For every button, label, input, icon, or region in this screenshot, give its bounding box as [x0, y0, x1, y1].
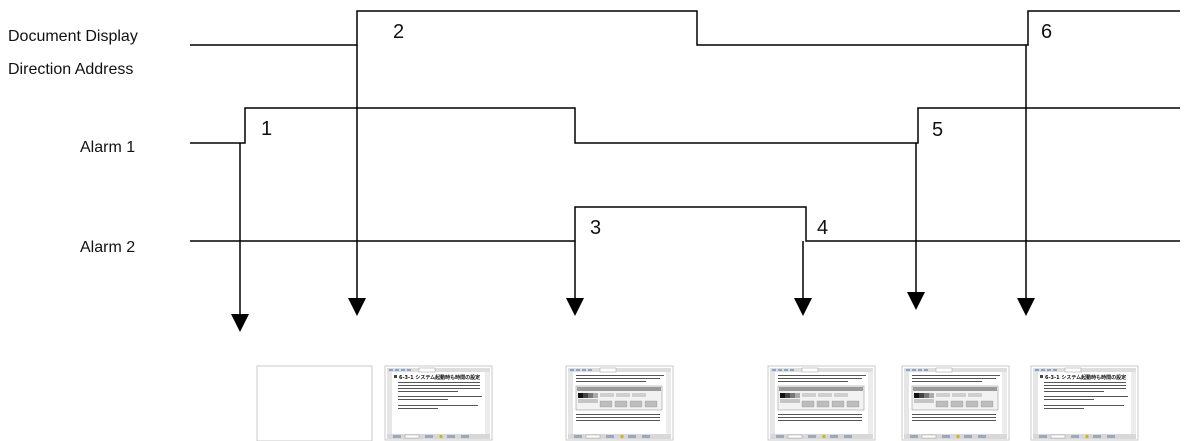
event-number-6: 6	[1041, 21, 1052, 43]
arrow-head-3	[566, 298, 584, 316]
document-title: 6-3-1 システム起動時も時間の設定	[1045, 374, 1126, 381]
screen-document-2: 6-3-1 システム起動時も時間の設定	[384, 365, 493, 441]
direction-address-label: Direction Address	[8, 61, 133, 78]
alarm2-label: Alarm 2	[80, 239, 135, 256]
alarm2-signal	[190, 206, 1180, 242]
event-number-5: 5	[932, 119, 943, 141]
screen-alarm-table-5	[901, 365, 1010, 441]
arrow-head-1	[231, 314, 249, 332]
screen-blank	[256, 365, 373, 441]
arrow-head-6	[1017, 298, 1035, 316]
screen-alarm-table-3	[565, 365, 674, 441]
event-number-2: 2	[393, 21, 404, 43]
alarm1-signal	[190, 107, 1180, 144]
screen-document-6: 6-3-1 システム起動時も時間の設定	[1030, 365, 1139, 441]
arrow-head-4	[794, 298, 812, 316]
document-display-label: Document Display	[8, 28, 138, 45]
document-title: 6-3-1 システム起動時も時間の設定	[399, 374, 480, 381]
event-number-3: 3	[590, 217, 601, 239]
arrow-head-5	[907, 292, 925, 310]
document-display-signal	[190, 10, 1180, 46]
event-number-4: 4	[817, 217, 828, 239]
alarm1-label: Alarm 1	[80, 139, 135, 156]
event-number-1: 1	[261, 118, 272, 140]
screen-alarm-table-4	[767, 365, 876, 441]
event-arrows	[239, 45, 1027, 316]
arrow-head-2	[348, 298, 366, 316]
